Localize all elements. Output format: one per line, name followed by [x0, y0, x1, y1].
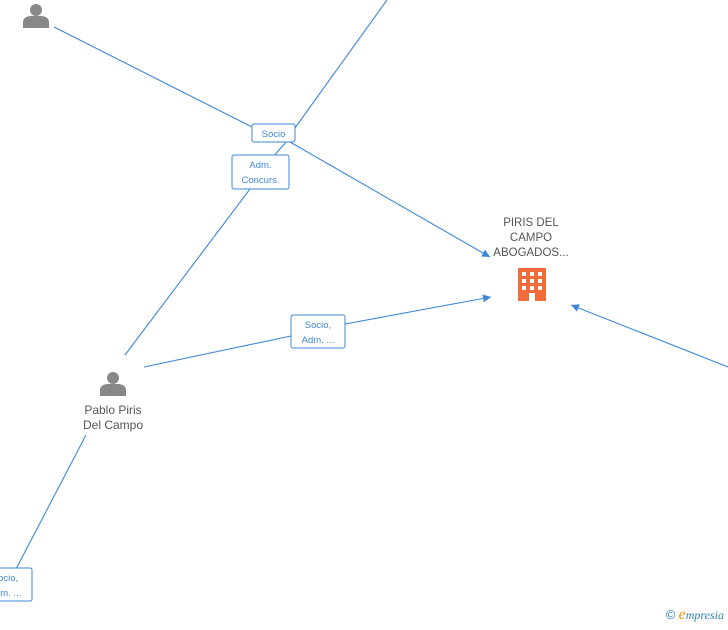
edge-pablo-to-company-b [344, 294, 492, 325]
building-icon[interactable] [518, 268, 546, 301]
edge-label-socio-text: Socio [262, 129, 286, 140]
edge-label-bottom-line2: Adm. ... [0, 588, 21, 599]
company-label-line3: ABOGADOS... [493, 247, 569, 259]
edge-right-to-company [570, 304, 728, 368]
company-label-line1: PIRIS DEL [503, 217, 559, 229]
copyright-symbol: © [665, 607, 676, 622]
empresia-watermark: © empresia [666, 606, 724, 624]
edge-label-socio-adm[interactable]: Socio, Adm. ... [290, 314, 346, 349]
edge-label-socio-adm-line2: Adm. ... [302, 335, 335, 346]
edge-label-adm-concurs[interactable]: Adm. Concurs. [231, 154, 290, 190]
edge-upper-diagonal [294, 0, 388, 129]
edge-label-adm-line2: Concurs. [241, 175, 279, 186]
edge-pablo-to-bottom [15, 434, 87, 570]
edge-label-socio-adm-line1: Socio, [305, 320, 331, 331]
person-icon[interactable] [100, 372, 126, 396]
edge-label-adm-line1: Adm. [249, 160, 271, 171]
person-icon[interactable] [23, 4, 49, 28]
edge-pablo-to-company-a [143, 335, 292, 368]
person-label-line2: Del Campo [82, 418, 144, 432]
edge-label-socio[interactable]: Socio [251, 123, 296, 143]
empresia-logo-e: e [678, 606, 686, 623]
edge-top-person-to-company-b [289, 141, 491, 258]
edge-top-person-to-company-a [53, 26, 253, 128]
edge-adm-to-pablo-b [124, 188, 251, 356]
empresia-brand-text: mpresia [685, 608, 724, 622]
company-label[interactable]: PIRIS DEL CAMPO ABOGADOS... [481, 216, 581, 261]
person-label-line1: Pablo Piris [84, 403, 142, 417]
person-label-pablo[interactable]: Pablo Piris Del Campo [70, 403, 156, 433]
edge-label-bottom-left[interactable]: Socio, Adm. ... [0, 567, 33, 602]
company-label-line2: CAMPO [509, 232, 553, 244]
edge-label-bottom-line1: Socio, [0, 573, 18, 584]
